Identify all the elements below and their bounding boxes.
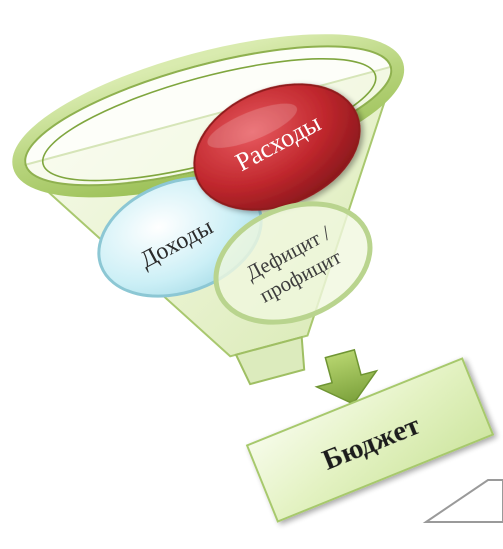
partial-shape xyxy=(422,479,503,523)
budget-shape xyxy=(245,357,495,523)
expenses-ellipse xyxy=(193,83,361,211)
expenses-highlight xyxy=(207,103,298,148)
balance-ellipse xyxy=(213,201,373,325)
budget-box: Бюджет xyxy=(245,357,495,523)
arrow-down-icon xyxy=(314,348,379,405)
balance-shape xyxy=(213,201,373,325)
flow-arrow xyxy=(314,348,379,405)
funnel-neck xyxy=(234,335,306,386)
expenses-shape xyxy=(193,83,361,211)
